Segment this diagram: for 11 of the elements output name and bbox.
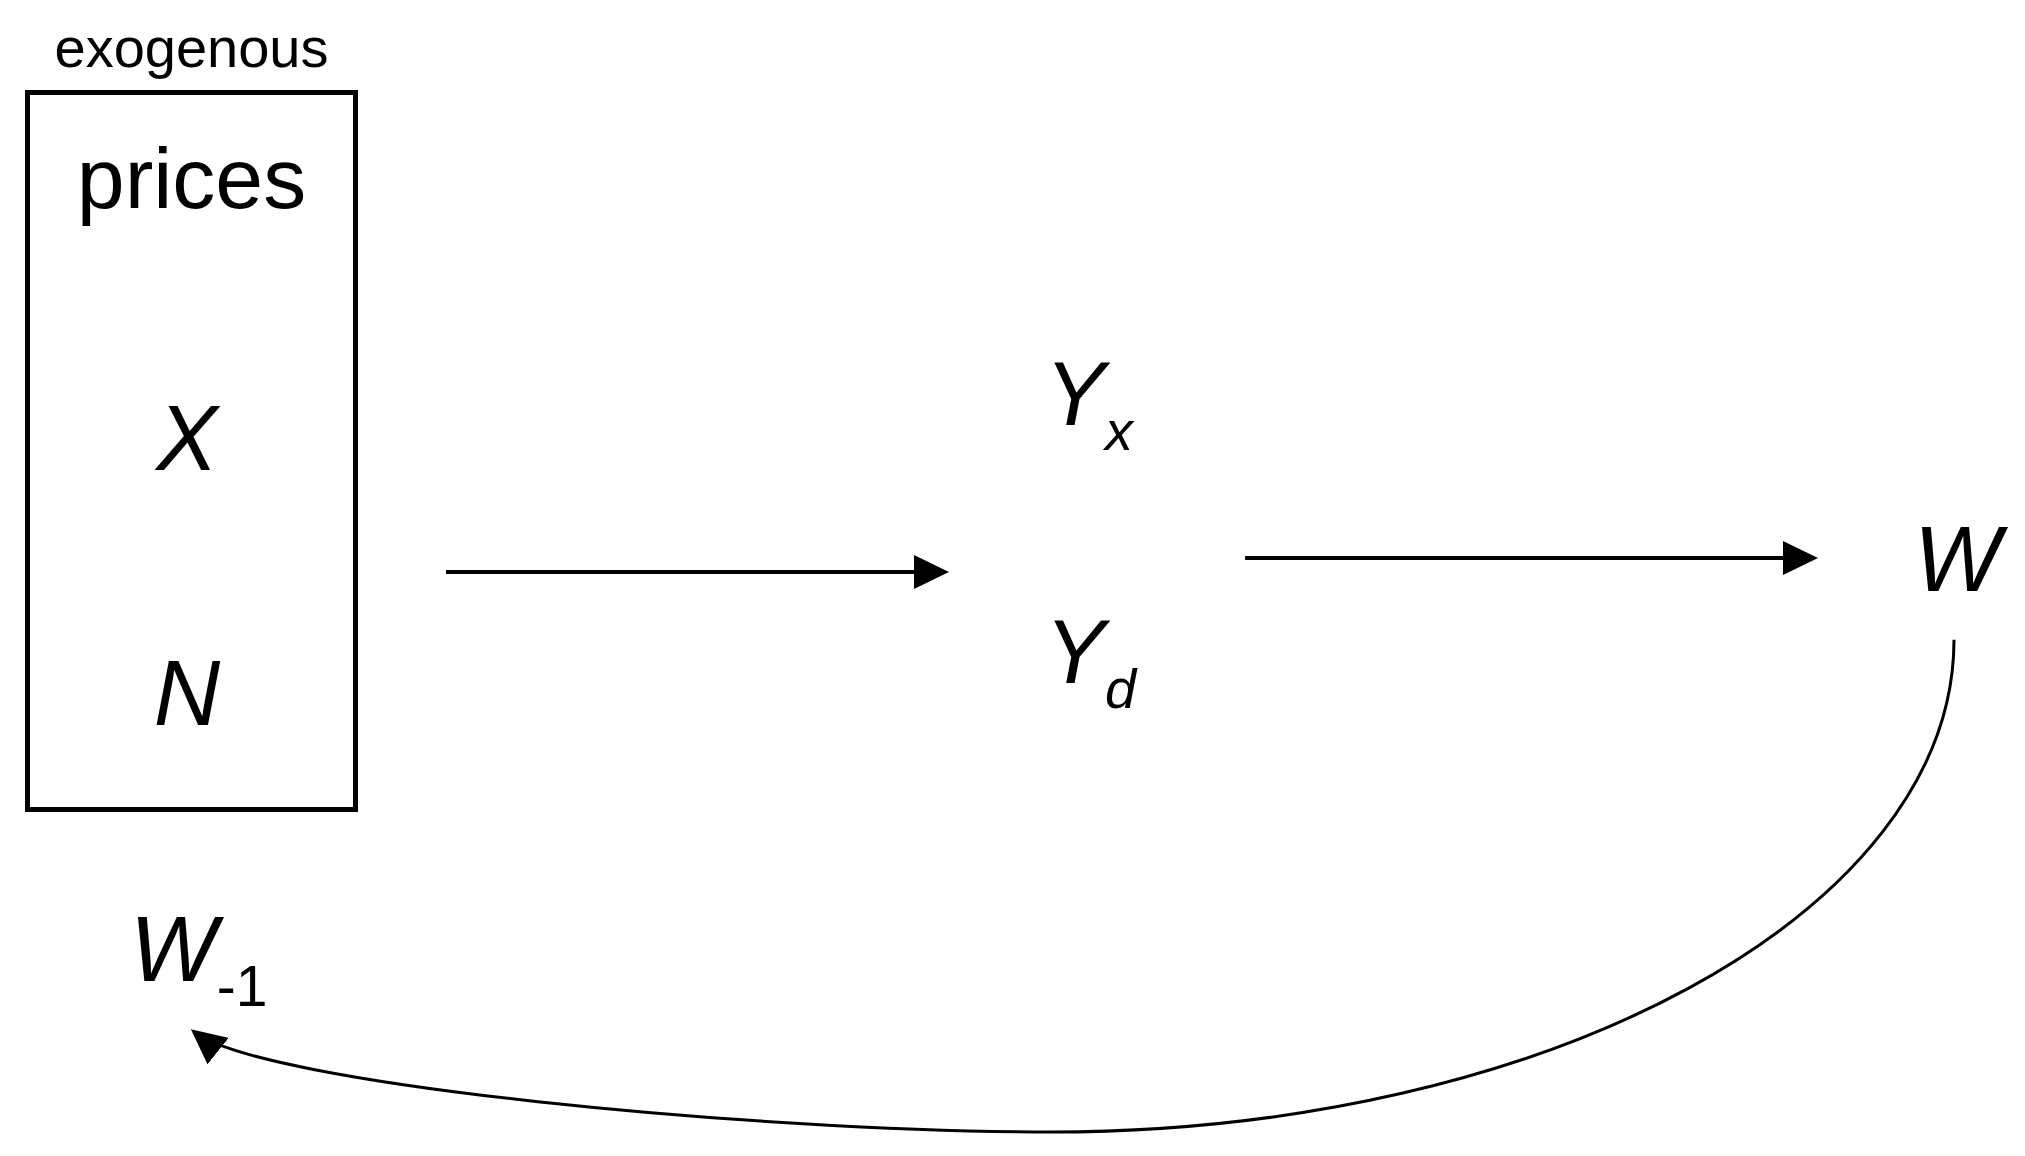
variable-label: Y$_{d}$ — [1045, 600, 1139, 721]
arrow — [1245, 541, 1818, 575]
variable-label: N — [153, 641, 222, 747]
variable-label: W — [1914, 507, 2011, 613]
curved-arrow — [190, 639, 1956, 1134]
group-heading: exogenous — [54, 16, 329, 81]
variable-label: X — [156, 386, 221, 492]
variable-label: W$_{-1}$ — [130, 897, 269, 1020]
arrow — [446, 555, 949, 589]
variable-label: Y$_{x}$ — [1045, 343, 1135, 463]
category-label: prices — [76, 129, 307, 229]
